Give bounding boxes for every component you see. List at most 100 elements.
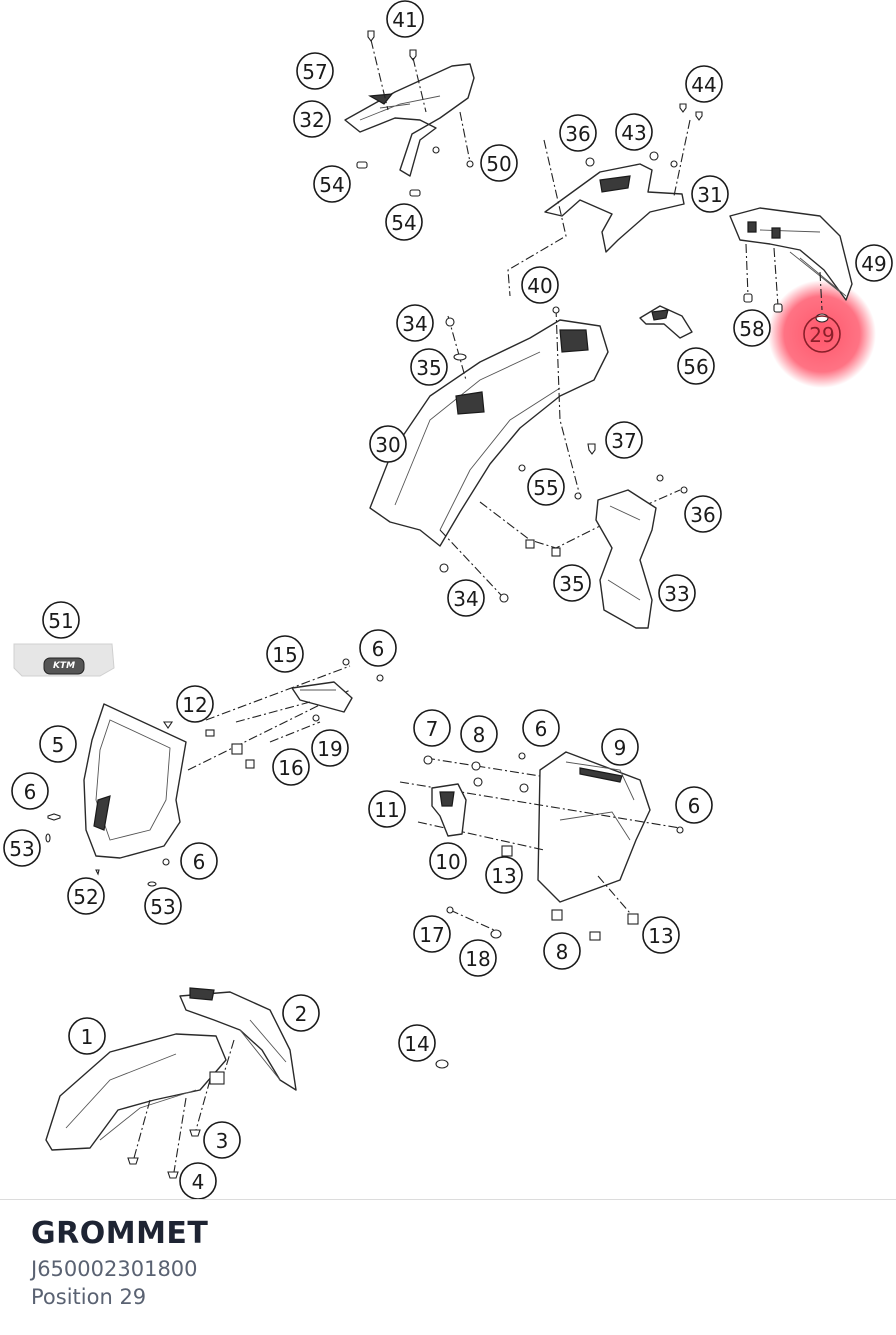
callout-ring [311,729,349,767]
callout-15[interactable]: 15 [266,635,304,673]
callout-number: 41 [392,8,417,32]
callout-number: 55 [533,476,558,500]
callout-29-highlighted[interactable]: 29 [803,315,841,353]
callout-40[interactable]: 40 [521,266,559,304]
callout-6[interactable]: 6 [359,629,397,667]
callout-number: 32 [299,108,324,132]
callout-51[interactable]: 51 [42,601,80,639]
callout-54[interactable]: 54 [385,203,423,241]
callout-53[interactable]: 53 [144,887,182,925]
callout-ring [68,1017,106,1055]
callout-ring [601,728,639,766]
callout-number: 36 [690,503,715,527]
callout-ring [180,842,218,880]
callout-9[interactable]: 9 [601,728,639,766]
callout-53[interactable]: 53 [3,829,41,867]
callout-41[interactable]: 41 [386,0,424,38]
callout-number: 52 [73,885,98,909]
callout-13[interactable]: 13 [485,856,523,894]
callout-number: 30 [375,433,400,457]
callout-7[interactable]: 7 [413,709,451,747]
callout-58[interactable]: 58 [733,309,771,347]
callout-1[interactable]: 1 [68,1017,106,1055]
callout-6[interactable]: 6 [180,842,218,880]
callout-50[interactable]: 50 [480,144,518,182]
callout-ring [485,856,523,894]
callout-ring [398,1024,436,1062]
divider [0,1199,896,1200]
callout-52[interactable]: 52 [67,877,105,915]
callout-number: 5 [52,733,65,757]
callout-34[interactable]: 34 [396,304,434,342]
callout-35[interactable]: 35 [553,564,591,602]
callout-number: 6 [372,637,385,661]
callout-ring [733,309,771,347]
callout-number: 33 [664,582,689,606]
callout-34[interactable]: 34 [447,579,485,617]
callout-5[interactable]: 5 [39,725,77,763]
callout-49[interactable]: 49 [855,244,893,282]
callout-number: 18 [465,947,490,971]
callout-35[interactable]: 35 [410,348,448,386]
callout-number: 19 [317,737,342,761]
callout-ring [460,715,498,753]
callout-36[interactable]: 36 [559,114,597,152]
callout-ring [642,916,680,954]
callout-3[interactable]: 3 [203,1121,241,1159]
callout-33[interactable]: 33 [658,574,696,612]
callout-31[interactable]: 31 [691,175,729,213]
callout-6[interactable]: 6 [11,772,49,810]
callout-8[interactable]: 8 [543,932,581,970]
callout-ring [684,495,722,533]
callout-ring [42,601,80,639]
callout-4[interactable]: 4 [179,1162,217,1200]
callout-ring [413,709,451,747]
callout-number: 10 [435,850,460,874]
callout-43[interactable]: 43 [615,113,653,151]
callout-ring [429,842,467,880]
callout-18[interactable]: 18 [459,939,497,977]
callout-number: 56 [683,355,708,379]
part-headlight-mask-drawing [45,665,351,887]
callout-number: 44 [691,73,716,97]
callout-16[interactable]: 16 [272,748,310,786]
callout-17[interactable]: 17 [413,915,451,953]
callout-ring [67,877,105,915]
callout-ring [359,629,397,667]
svg-text:KTM: KTM [53,661,75,671]
callout-number: 12 [182,693,207,717]
callout-6[interactable]: 6 [675,786,713,824]
callout-14[interactable]: 14 [398,1024,436,1062]
callout-8[interactable]: 8 [460,715,498,753]
callout-ring [144,887,182,925]
callout-30[interactable]: 30 [369,425,407,463]
callout-13[interactable]: 13 [642,916,680,954]
callout-number: 35 [416,356,441,380]
callout-ring [521,266,559,304]
callout-number: 6 [535,717,548,741]
part-screw-17-drawing [446,906,502,939]
callout-55[interactable]: 55 [527,468,565,506]
callout-11[interactable]: 11 [368,790,406,828]
callout-10[interactable]: 10 [429,842,467,880]
callout-54[interactable]: 54 [313,165,351,203]
callout-56[interactable]: 56 [677,347,715,385]
part-info-panel: GROMMET J650002301800 Position 29 [31,1213,208,1311]
callout-ring [553,564,591,602]
callout-ring [677,347,715,385]
callout-number: 37 [611,429,636,453]
callout-2[interactable]: 2 [282,994,320,1032]
callout-57[interactable]: 57 [296,52,334,90]
callout-number: 50 [486,152,511,176]
callout-12[interactable]: 12 [176,685,214,723]
callout-ring [282,994,320,1032]
callout-44[interactable]: 44 [685,65,723,103]
callout-36[interactable]: 36 [684,495,722,533]
callout-6[interactable]: 6 [522,709,560,747]
callout-19[interactable]: 19 [311,729,349,767]
callout-ring [605,421,643,459]
callout-number: 49 [861,252,886,276]
callout-37[interactable]: 37 [605,421,643,459]
callout-32[interactable]: 32 [293,100,331,138]
